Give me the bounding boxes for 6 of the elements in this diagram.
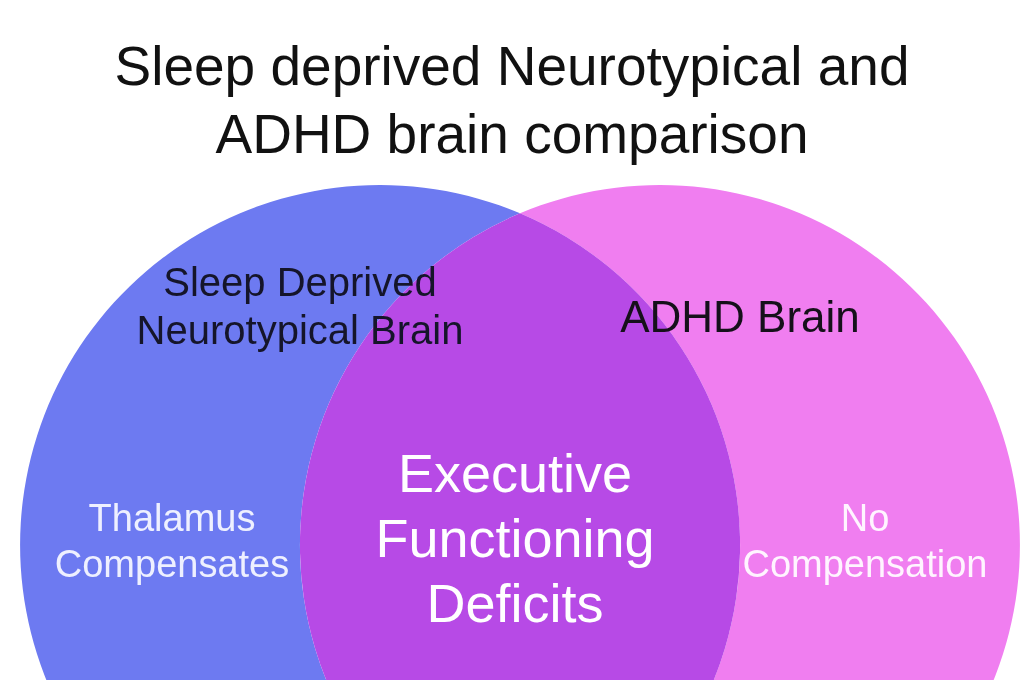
diagram-title: Sleep deprived Neurotypical and ADHD brain comparison <box>113 34 911 167</box>
region-label: Thalamus Compensates <box>53 496 291 587</box>
circle-title: Sleep Deprived Neurotypical Brain <box>135 259 465 354</box>
circle-title: ADHD Brain <box>619 291 861 343</box>
region-label: Executive Functioning Deficits <box>374 442 656 635</box>
region-label: No Compensation <box>741 496 989 587</box>
